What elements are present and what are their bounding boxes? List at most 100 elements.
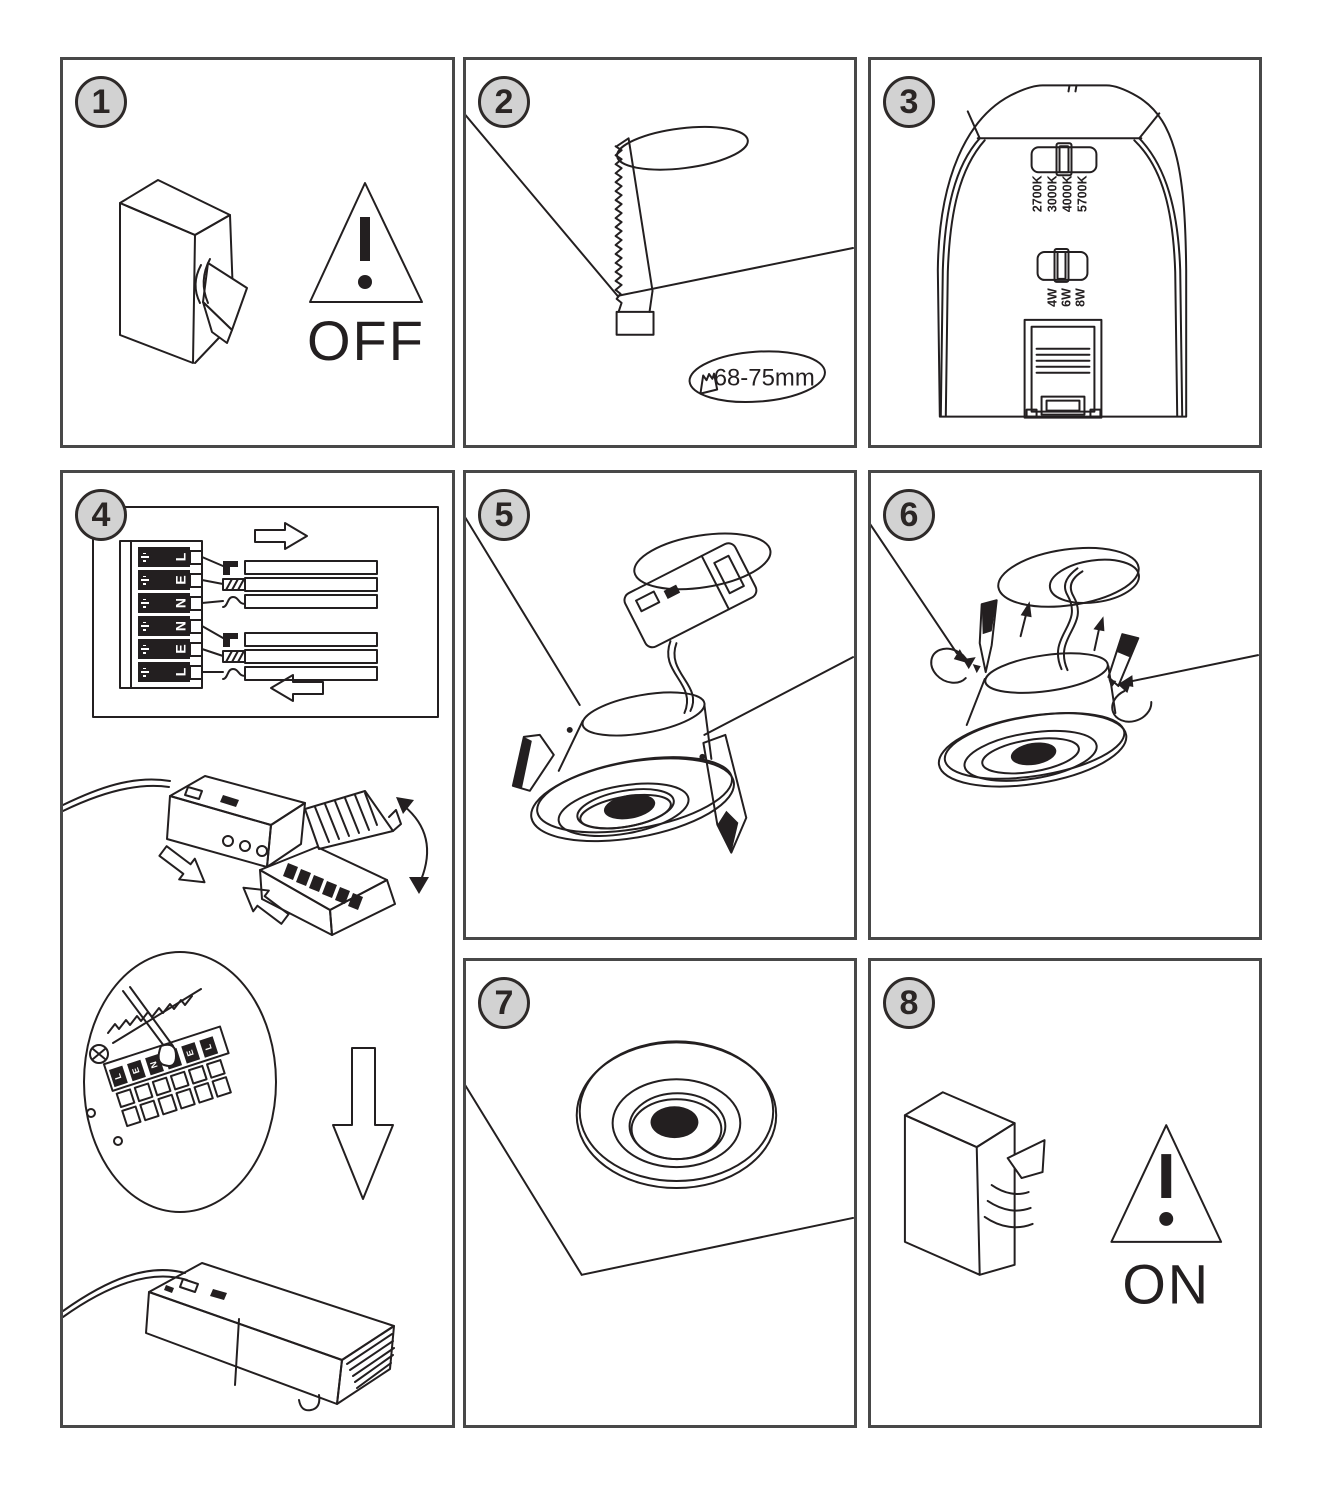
step-4-badge: 4	[75, 489, 127, 541]
downlight-body	[937, 652, 1128, 788]
step-7-badge: 7	[478, 977, 530, 1029]
step-4-illustration: L E N N E L	[63, 506, 439, 1412]
step-number: 5	[494, 496, 514, 534]
step-2-badge: 2	[478, 76, 530, 128]
step-8-illustration: ON	[903, 1091, 1223, 1316]
power-on-label: ON	[1122, 1253, 1210, 1316]
svg-text:E: E	[130, 1066, 141, 1075]
warning-triangle-icon	[1110, 1124, 1223, 1243]
cct-option-labels: 2700K 3000K 4000K 5700K	[1031, 175, 1090, 212]
pointer-line-left	[871, 523, 968, 664]
installed-downlight	[575, 1040, 778, 1190]
arrow-left-icon	[270, 674, 324, 702]
step-number: 1	[91, 83, 111, 121]
svg-text:L: L	[112, 1072, 123, 1081]
step-number: 6	[899, 496, 919, 534]
terminal-label: E	[173, 644, 189, 653]
lens	[1010, 742, 1057, 766]
terminal-label: N	[173, 598, 189, 608]
downlight-rear-housing	[936, 84, 1188, 418]
arrow-down-icon	[332, 1047, 394, 1200]
power-option: 8W	[1073, 288, 1087, 307]
neutral-wire-symbol	[222, 596, 246, 608]
neutral-wire-symbol	[222, 668, 246, 680]
terminal-label: L	[173, 667, 189, 676]
circuit-breaker-on-icon	[903, 1091, 1046, 1276]
cct-option: 4000K	[1060, 175, 1074, 212]
terminal-label: L	[173, 552, 189, 561]
wiring-inset-frame	[92, 506, 439, 718]
terminal-label: E	[173, 575, 189, 584]
saw-tooth-glyph	[699, 372, 719, 395]
hole-saw-icon	[614, 137, 655, 336]
driver-box	[623, 542, 758, 649]
warning-triangle-icon	[309, 182, 423, 303]
step-number: 7	[494, 984, 514, 1022]
wire-being-inserted	[122, 986, 177, 1067]
hole-diameter-label: 68-75mm	[714, 365, 815, 392]
driver-box	[166, 775, 306, 868]
step-3-panel: 3 2700K 3000K 4000K	[868, 57, 1262, 448]
step-4-panel: 4	[60, 470, 455, 1428]
arrow-right-icon	[254, 522, 308, 550]
cct-option: 3000K	[1046, 175, 1060, 212]
step-6-illustration	[871, 523, 1259, 788]
connector-box-open	[259, 790, 429, 936]
assembled-driver	[63, 1262, 395, 1412]
cct-option: 2700K	[1031, 175, 1045, 212]
driver-and-connector	[63, 775, 429, 936]
terminal-label: N	[173, 621, 189, 631]
rear-connector-block	[1023, 318, 1103, 419]
earth-wire-symbol	[222, 578, 246, 663]
ceiling-hole	[633, 532, 772, 591]
step-3-illustration: 2700K 3000K 4000K 5700K 4W 6W 8W	[936, 84, 1188, 419]
step-1-panel: 1 OFF	[60, 57, 455, 448]
svg-text:L: L	[202, 1043, 213, 1052]
step-6-badge: 6	[883, 489, 935, 541]
push-up-arrow-icon	[1019, 601, 1105, 652]
cct-selector-switch	[1030, 142, 1098, 177]
step-2-illustration: 68-75mm	[466, 114, 854, 403]
power-selector-switch	[1036, 248, 1089, 283]
step-1-badge: 1	[75, 76, 127, 128]
svg-text:N: N	[148, 1060, 160, 1069]
rotate-open-arrow-icon	[396, 797, 429, 894]
step-number: 2	[494, 83, 514, 121]
connector-lid	[304, 790, 402, 850]
connector-terminals	[283, 863, 363, 910]
step-1-illustration: OFF	[119, 179, 425, 372]
power-option-labels: 4W 6W 8W	[1046, 288, 1088, 307]
step-6-panel: 6	[868, 470, 1262, 940]
step-number: 4	[91, 496, 111, 534]
step-2-panel: 2 68-75mm	[463, 57, 857, 448]
step-number: 3	[899, 83, 919, 121]
ceiling-plane	[466, 114, 854, 297]
push-arrow-icon	[234, 876, 294, 931]
ceiling-plane	[466, 1084, 854, 1276]
spring-clip-left	[972, 599, 998, 674]
rotate-clip-arrow-left	[930, 647, 976, 684]
wire-loop	[1048, 558, 1140, 604]
step-5-illustration	[466, 516, 854, 854]
terminal-block: L E N N E L	[119, 540, 203, 689]
step-8-badge: 8	[883, 977, 935, 1029]
lens	[603, 794, 656, 820]
terminal-release-levers	[139, 551, 151, 679]
spring-clip-right	[699, 733, 748, 854]
lens	[650, 1106, 699, 1139]
power-option: 4W	[1046, 288, 1060, 307]
ceiling-hole	[616, 125, 749, 171]
rotate-clip-arrow-right	[1111, 681, 1153, 723]
step-7-panel: 7	[463, 958, 857, 1428]
connection-wire	[667, 640, 695, 714]
circuit-breaker-off-icon	[119, 179, 248, 364]
power-off-label: OFF	[307, 309, 425, 372]
ceiling-plane	[466, 516, 854, 736]
step-3-badge: 3	[883, 76, 935, 128]
downlight-body	[530, 691, 735, 843]
step-8-panel: 8 ON	[868, 958, 1262, 1428]
live-wire-symbol	[223, 561, 238, 575]
step-5-badge: 5	[478, 489, 530, 541]
pointer-line-right	[1118, 654, 1259, 688]
